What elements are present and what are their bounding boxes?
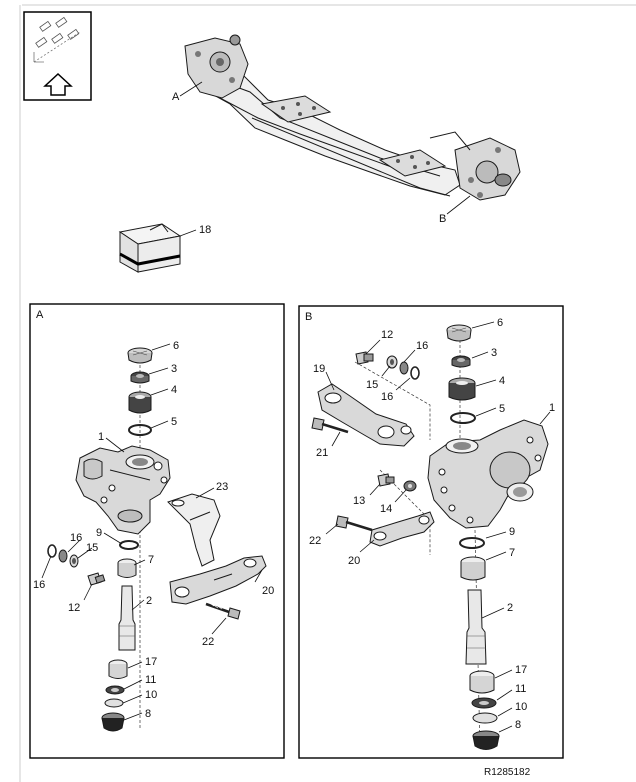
a-label-6: 6 (173, 340, 179, 352)
a-label-17: 17 (145, 656, 157, 668)
part-b-8-cap (472, 730, 500, 750)
panel-a-frame (29, 303, 285, 759)
part-b-10-washer (472, 712, 498, 724)
panel-b-title: B (305, 311, 312, 323)
part-a-10-washer (104, 698, 124, 708)
b-label-2: 2 (507, 602, 513, 614)
panel-b: B (298, 305, 564, 759)
repair-kit-box: 18 (118, 223, 211, 273)
panel-b-leaders (325, 321, 551, 733)
part-b-1-steering-knuckle (427, 419, 549, 529)
knuckle-left-overview (184, 34, 249, 99)
b-label-13: 13 (353, 495, 365, 507)
b-label-19: 19 (313, 363, 325, 375)
b-label-11: 11 (515, 683, 526, 695)
part-a-23-shield (167, 493, 221, 567)
part-a-2-king-pin (118, 585, 136, 651)
front-axle-overview: A B (172, 34, 521, 225)
b-label-4: 4 (499, 375, 505, 387)
part-a-9-ring (119, 540, 139, 550)
b-label-8: 8 (515, 719, 521, 731)
part-b-6-cap (446, 324, 472, 342)
part-a-4-bearing (128, 391, 152, 414)
panel-b-frame (298, 305, 564, 759)
b-label-16-bottom: 16 (381, 391, 393, 403)
a-label-11: 11 (145, 674, 156, 686)
part-b-20-steering-arm (369, 511, 435, 547)
a-label-4: 4 (171, 384, 177, 396)
a-label-1: 1 (98, 431, 104, 443)
a-label-8: 8 (145, 708, 151, 720)
part-a-11-bearing (105, 685, 125, 695)
orientation-icon (23, 11, 92, 101)
part-b-7-bushing (460, 556, 486, 581)
part-b-9-ring (459, 537, 485, 549)
part-a-washers-and-bolt (47, 544, 106, 586)
kit-number: 18 (199, 224, 211, 236)
part-a-1-steering-knuckle (75, 445, 171, 535)
panel-a-leaders (41, 343, 263, 721)
b-label-21: 21 (316, 447, 328, 459)
part-b-14-nut (403, 480, 417, 492)
part-b-17-bushing (469, 670, 495, 694)
a-label-15: 15 (86, 542, 98, 554)
b-label-16-top: 16 (416, 340, 428, 352)
a-label-10: 10 (145, 689, 157, 701)
a-label-5: 5 (171, 416, 177, 428)
b-label-10: 10 (515, 701, 527, 713)
a-label-20: 20 (262, 585, 274, 597)
b-label-22: 22 (309, 535, 321, 547)
a-label-2: 2 (146, 595, 152, 607)
part-b-19-steering-arm (317, 383, 415, 447)
b-label-14: 14 (380, 503, 392, 515)
b-label-6: 6 (497, 317, 503, 329)
knuckle-right-overview (429, 131, 521, 201)
b-label-15: 15 (366, 379, 378, 391)
part-a-7-bushing (117, 558, 137, 578)
a-label-16-bottom: 16 (33, 579, 45, 591)
part-b-2-king-pin (465, 589, 487, 665)
a-label-3: 3 (171, 363, 177, 375)
b-label-17: 17 (515, 664, 527, 676)
overview-label-b: B (439, 213, 446, 225)
part-b-5-seal (450, 412, 476, 424)
part-b-3-nut (451, 355, 471, 368)
panel-a-title: A (36, 309, 44, 321)
part-a-20-steering-arm (169, 555, 267, 605)
a-label-22: 22 (202, 636, 214, 648)
figure-reference: R1285182 (484, 767, 531, 778)
part-b-washers-top (386, 355, 420, 380)
b-label-7: 7 (509, 547, 515, 559)
a-label-16-top: 16 (70, 532, 82, 544)
a-label-9: 9 (96, 527, 102, 539)
a-label-7: 7 (148, 554, 154, 566)
part-b-4-bearing (448, 377, 476, 401)
b-label-20: 20 (348, 555, 360, 567)
b-label-5: 5 (499, 403, 505, 415)
b-label-1: 1 (549, 402, 555, 414)
part-a-3-nut (130, 371, 150, 384)
a-label-23: 23 (216, 481, 228, 493)
part-b-21-bolt (311, 417, 349, 434)
part-a-6-cap (127, 347, 153, 364)
panel-a: A (29, 303, 285, 759)
part-b-12-bolt (355, 351, 374, 365)
part-a-5-seal (128, 424, 152, 436)
overview-label-a: A (172, 91, 180, 103)
part-b-11-bearing (471, 697, 497, 709)
forward-arrow-icon (43, 72, 73, 96)
part-a-8-cap (101, 712, 125, 732)
part-b-13-bolt (377, 473, 395, 487)
part-b-22-bolt (335, 515, 373, 532)
b-label-9: 9 (509, 526, 515, 538)
b-label-12: 12 (381, 329, 393, 341)
a-label-12: 12 (68, 602, 80, 614)
part-a-22-bolt (205, 601, 241, 620)
b-label-3: 3 (491, 347, 497, 359)
part-a-17-bushing (108, 659, 128, 679)
